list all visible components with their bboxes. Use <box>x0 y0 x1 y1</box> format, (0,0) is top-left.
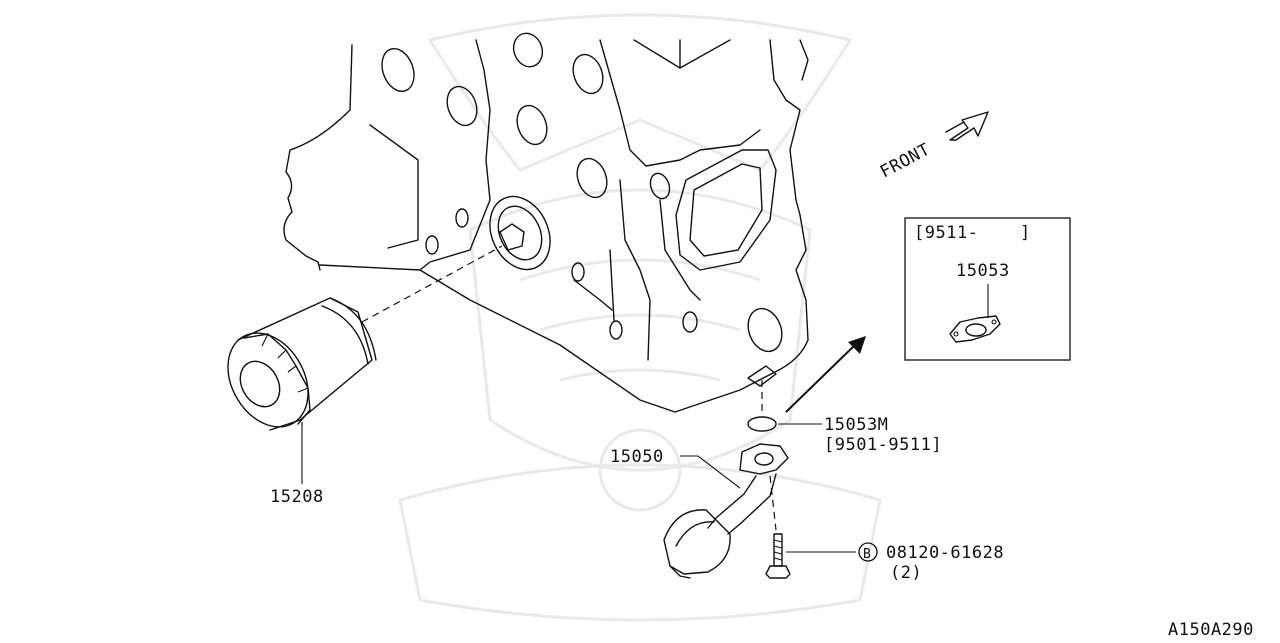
o-ring-date-range: [9501-9511] <box>824 435 942 455</box>
oil-filter-part-number: 15208 <box>270 487 324 507</box>
o-ring-illustration <box>747 416 777 432</box>
oil-strainer-illustration <box>663 443 789 579</box>
front-label: FRONT <box>877 140 934 183</box>
bolt-marker-letter: B <box>863 547 871 562</box>
strainer-leader-line <box>680 455 741 489</box>
bolt-illustration <box>765 533 791 579</box>
bolt-quantity: (2) <box>890 563 922 583</box>
front-direction-indicator: FRONT <box>877 111 989 183</box>
filter-guide-line <box>361 245 503 323</box>
o-ring-part-number: 15053M <box>824 415 888 435</box>
o-ring-guide-lower <box>769 475 777 531</box>
bolt-part-number: 08120-61628 <box>886 543 1004 563</box>
oil-filter-illustration <box>227 297 377 431</box>
figure-code: A150A290 <box>1168 620 1254 639</box>
inset-box: [9511- ] 15053 <box>904 217 1071 361</box>
inset-date-range-start: [9511- <box>914 223 978 243</box>
gasket-illustration <box>949 315 1001 343</box>
inset-date-range-end: ] <box>1020 223 1031 243</box>
inset-reference-arrow <box>785 336 866 413</box>
strainer-part-number: 15050 <box>610 447 664 467</box>
engine-block <box>283 32 809 413</box>
watermark-emblem <box>398 13 882 622</box>
gasket-part-number: 15053 <box>956 261 1010 281</box>
bolt-marker-circle <box>858 542 878 562</box>
